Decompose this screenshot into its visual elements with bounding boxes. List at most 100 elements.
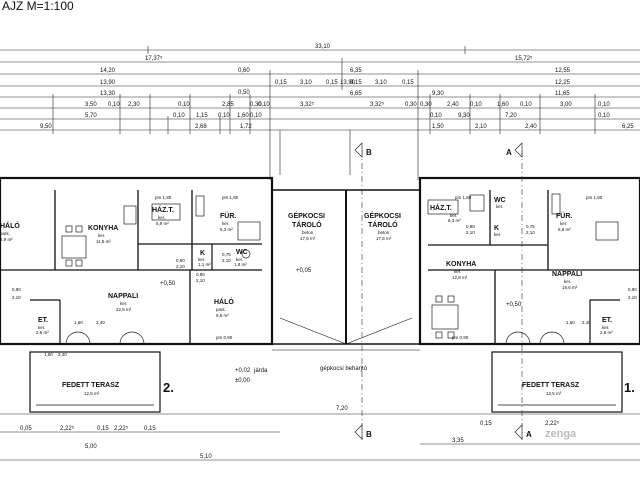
room-wc-left-sub: ker.: [236, 257, 243, 262]
room-konyha-left-sub: ker.: [98, 233, 105, 238]
room-et-left-area: 2,6 m²: [36, 330, 49, 335]
room-hazt-left: HÁZ.T.: [152, 205, 174, 214]
dim-misc-1: 0,15: [275, 80, 287, 86]
room-nappali-right: NAPPALI: [552, 271, 582, 278]
dim-r5-9: 0,10: [470, 102, 482, 108]
room-furd-right-sub: ker.: [560, 221, 567, 226]
bdim-6: 2,22⁵: [114, 425, 129, 432]
room-halo-left-area: 2,9 m²: [0, 237, 13, 242]
dim-r5-13: 0,10: [598, 102, 610, 108]
garage-labels: GÉPKOCSI TÁROLÓ beton 17,5 m² GÉPKOCSI T…: [288, 211, 401, 372]
room-k-left: K: [200, 250, 205, 257]
dim-row1-a: 17,37⁵: [145, 55, 163, 62]
room-et-left: ET.: [38, 317, 48, 324]
room-k-right-sub: ker.: [494, 232, 501, 237]
wd-12: 2,40: [58, 352, 67, 357]
wd-14: 2,10: [466, 230, 475, 235]
room-hazt-right-area: 6,3 m²: [448, 218, 461, 223]
dim-row1-b: 15,72⁵: [515, 55, 533, 62]
dim-r7-6: 2,40: [525, 124, 537, 130]
wd-8: 2,10: [196, 278, 205, 283]
room-halo-left: HÁLÓ: [0, 221, 20, 230]
bdim-8: 0,15: [97, 426, 109, 432]
section-lines: [361, 150, 523, 440]
section-a-top: A: [506, 148, 512, 157]
room-furd-left-sub: ker.: [222, 221, 229, 226]
watermark: zenga: [545, 428, 577, 440]
wd-7: 0,90: [196, 272, 205, 277]
room-konyha-right: KONYHA: [446, 261, 476, 268]
dim-misc-5: 3,10: [375, 80, 387, 86]
dim-row3-a: 13,90: [100, 80, 116, 86]
room-halo2-left-area: 9,6 m²: [216, 313, 229, 318]
dim-misc-10: 3,32⁵: [300, 101, 315, 108]
dim-r6-6: 0,10: [250, 113, 262, 119]
room-terasz-left: FEDETT TERASZ: [62, 382, 120, 389]
dim-row2-c: 12,55: [555, 68, 571, 74]
dim-r7-4: 1,50: [432, 124, 444, 130]
dim-row4-b: 6,65: [350, 91, 362, 97]
room-hazt-left-sub: ker.: [158, 215, 165, 220]
garage-right-area: 17,5 m²: [376, 236, 392, 241]
room-konyha-left: KONYHA: [88, 225, 118, 232]
room-halo-left-sub: park.: [0, 231, 10, 236]
dim-misc-4: 0,15: [350, 80, 362, 86]
garage-left-sub: beton: [302, 230, 314, 235]
wd-5: 0,75: [222, 252, 231, 257]
room-et-right: ET.: [602, 317, 612, 324]
dim-r5-12: 3,00: [560, 102, 572, 108]
pm-3: pm 1,80: [455, 195, 472, 200]
garage-left-area: 17,5 m²: [300, 236, 316, 241]
room-terasz-right: FEDETT TERASZ: [522, 382, 580, 389]
bdim-9: 0,15: [144, 426, 156, 432]
bottom-dimensions: 7,20 5,10 3,35 5,00 2,22⁵ 2,22⁵ 0,05 0,1…: [0, 406, 640, 461]
room-et-right-sub: ker.: [602, 325, 609, 330]
room-k-right: K: [494, 225, 499, 232]
room-halo2-left-sub: park.: [216, 307, 226, 312]
pm-5: pm 0,90: [216, 335, 233, 340]
level-left: +0,50: [160, 281, 176, 287]
wd-16: 2,10: [526, 230, 535, 235]
dim-r5-3: 2,30: [128, 102, 140, 108]
room-terasz-left-area: 12,5 m²: [84, 391, 100, 396]
room-k-left-sub: ker.: [198, 257, 205, 262]
dim-r5-8: 2,40: [447, 102, 459, 108]
room-nappali-right-area: 19,6 m²: [562, 285, 578, 290]
bdim-5: 2,22⁵: [60, 425, 75, 432]
room-nappali-left-sub: ker.: [120, 301, 127, 306]
dim-r6-2: 0,10: [173, 113, 185, 119]
dim-r7-5: 2,10: [475, 124, 487, 130]
dim-r5-1: 3,50: [85, 102, 97, 108]
wd-4: 2,10: [176, 264, 185, 269]
room-konyha-left-area: 11,5 m²: [96, 239, 111, 244]
dim-r5-10: 1,60: [497, 102, 509, 108]
section-b-bottom: B: [366, 430, 372, 439]
dimension-lines: [0, 46, 640, 180]
dim-r7-1: 9,50: [40, 124, 52, 130]
dim-misc-11: 3,32⁵: [370, 101, 385, 108]
room-hazt-right: HÁZ.T.: [430, 203, 452, 212]
room-k-left-area: 1,1 m²: [198, 262, 211, 267]
garage-left-name2: TÁROLÓ: [292, 220, 322, 229]
room-et-left-sub: ker.: [38, 325, 45, 330]
dim-misc-2: 3,10: [300, 80, 312, 86]
dim-misc-12: 0,30: [405, 102, 417, 108]
bdim-2: 5,10: [200, 454, 212, 460]
garage-right-name2: TÁROLÓ: [368, 220, 398, 229]
wd-3: 0,90: [176, 258, 185, 263]
dim-misc-6: 0,15: [402, 80, 414, 86]
wd-13: 0,90: [466, 224, 475, 229]
room-konyha-right-sub: ker.: [454, 269, 461, 274]
wd-2: 2,10: [12, 295, 21, 300]
garage-right-sub: beton: [378, 230, 390, 235]
room-wc-left: WC: [236, 249, 248, 256]
dim-r5-5: 2,85: [222, 102, 234, 108]
room-labels-right: HÁZ.T. ker. 6,3 m² WC ker. K ker. FÜR. k…: [430, 197, 635, 396]
room-labels-left: HÁLÓ park. 2,9 m² KONYHA ker. 11,5 m² HÁ…: [0, 205, 248, 396]
dim-misc-8: 0,50: [238, 90, 250, 96]
dim-r7-2: 2,68: [195, 124, 207, 130]
bdim-7: 0,05: [20, 426, 32, 432]
wd-17: 0,90: [628, 287, 637, 292]
garage-right-name: GÉPKOCSI: [364, 211, 401, 220]
dim-misc-3: 0,15: [326, 80, 338, 86]
